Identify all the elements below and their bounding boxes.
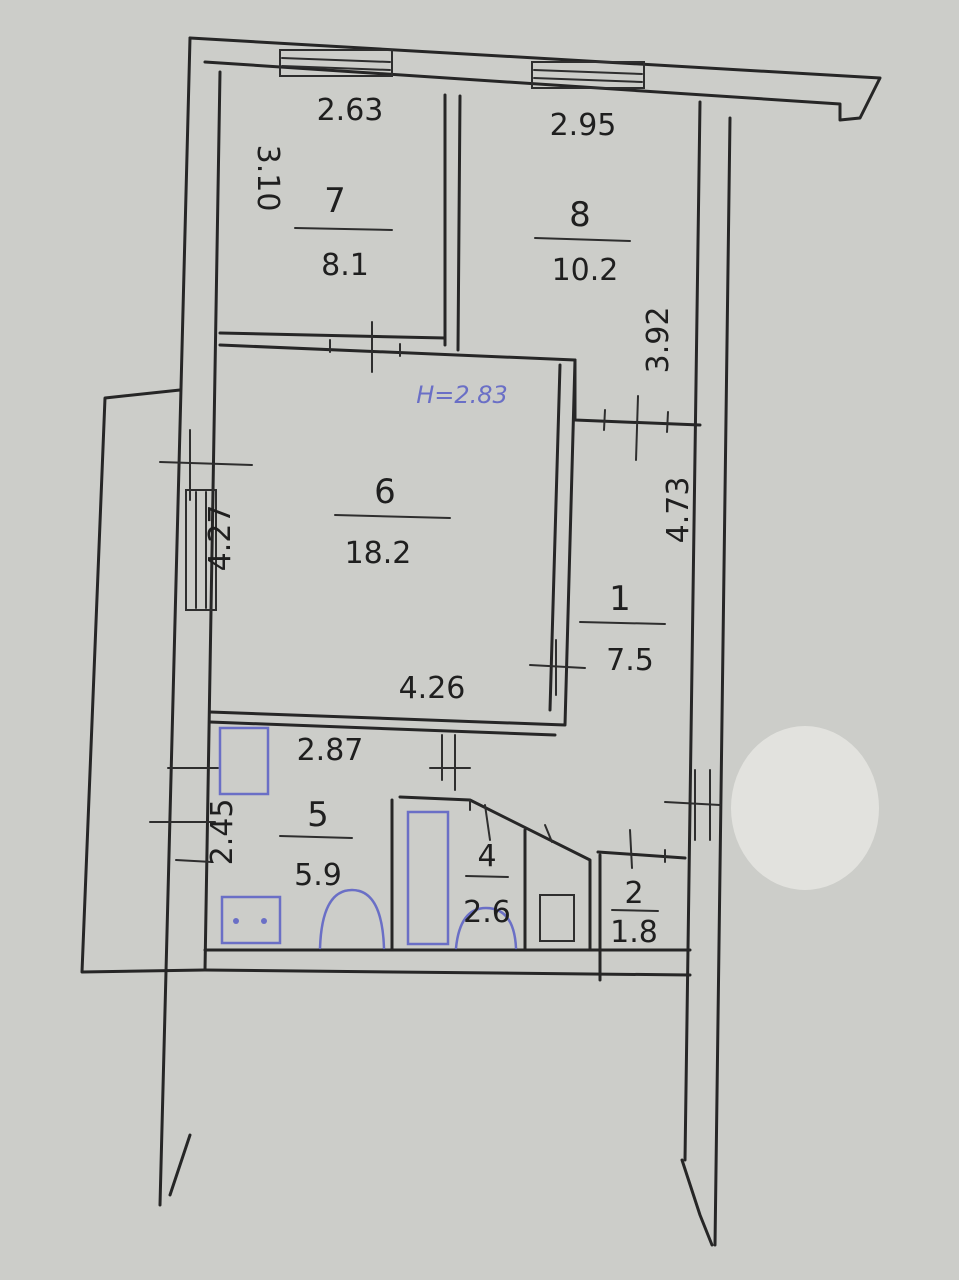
room-6: 6 18.2: [334, 472, 451, 571]
pencil-fixtures: [218, 726, 575, 950]
kitchen-stove: [220, 895, 282, 945]
room-5-number: 5: [307, 795, 329, 835]
room-5: 5 5.9: [279, 795, 353, 893]
left-window: [159, 429, 253, 611]
room-1-number: 1: [609, 579, 631, 619]
top-window-right: [531, 61, 645, 89]
room-4: 4 2.6: [463, 839, 511, 930]
kitchen-cabinet: [218, 726, 270, 796]
ceiling-height-note: H=2.83: [416, 381, 508, 409]
room-8: 8 10.2: [534, 195, 631, 288]
blurred-mark: [731, 726, 879, 890]
outer-walls: [80, 36, 882, 1247]
dim-room6-width: 4.26: [399, 671, 466, 706]
dim-top-right-width: 2.95: [550, 108, 617, 143]
room-7: 7 8.1: [294, 181, 393, 283]
dim-top-left-width: 2.63: [317, 93, 384, 128]
room-4-number: 4: [477, 839, 496, 874]
bathtub: [406, 810, 450, 946]
room-6-area: 18.2: [345, 536, 412, 571]
dim-hall-length: 4.73: [661, 477, 696, 544]
room-2-number: 2: [624, 876, 643, 911]
room-1-area: 7.5: [606, 643, 654, 678]
room-8-number: 8: [569, 195, 591, 235]
wc-toilet: [539, 894, 575, 942]
room-6-number: 6: [374, 472, 396, 512]
room-1: 1 7.5: [579, 579, 666, 678]
kitchen-sink: [318, 888, 386, 950]
interior-walls: [149, 93, 721, 982]
room-2: 2 1.8: [610, 876, 659, 950]
top-window-left: [279, 49, 393, 77]
room-4-area: 2.6: [463, 895, 511, 930]
room-7-number: 7: [324, 181, 346, 221]
bath-sink: [454, 906, 518, 950]
dim-left-depth: 3.10: [250, 145, 285, 212]
dim-kitchen-depth: 2.45: [205, 799, 240, 866]
dim-kitchen-width: 2.87: [297, 733, 364, 768]
dimensions: 2.63 2.95 3.10 3.92 4.73 4.27 4.26 2.87 …: [203, 93, 696, 865]
room-7-area: 8.1: [321, 248, 369, 283]
dim-room6-height: 4.27: [203, 505, 238, 572]
room-8-area: 10.2: [552, 253, 619, 288]
dim-right-depth: 3.92: [641, 307, 676, 374]
room-5-area: 5.9: [294, 858, 342, 893]
room-2-area: 1.8: [610, 915, 658, 950]
